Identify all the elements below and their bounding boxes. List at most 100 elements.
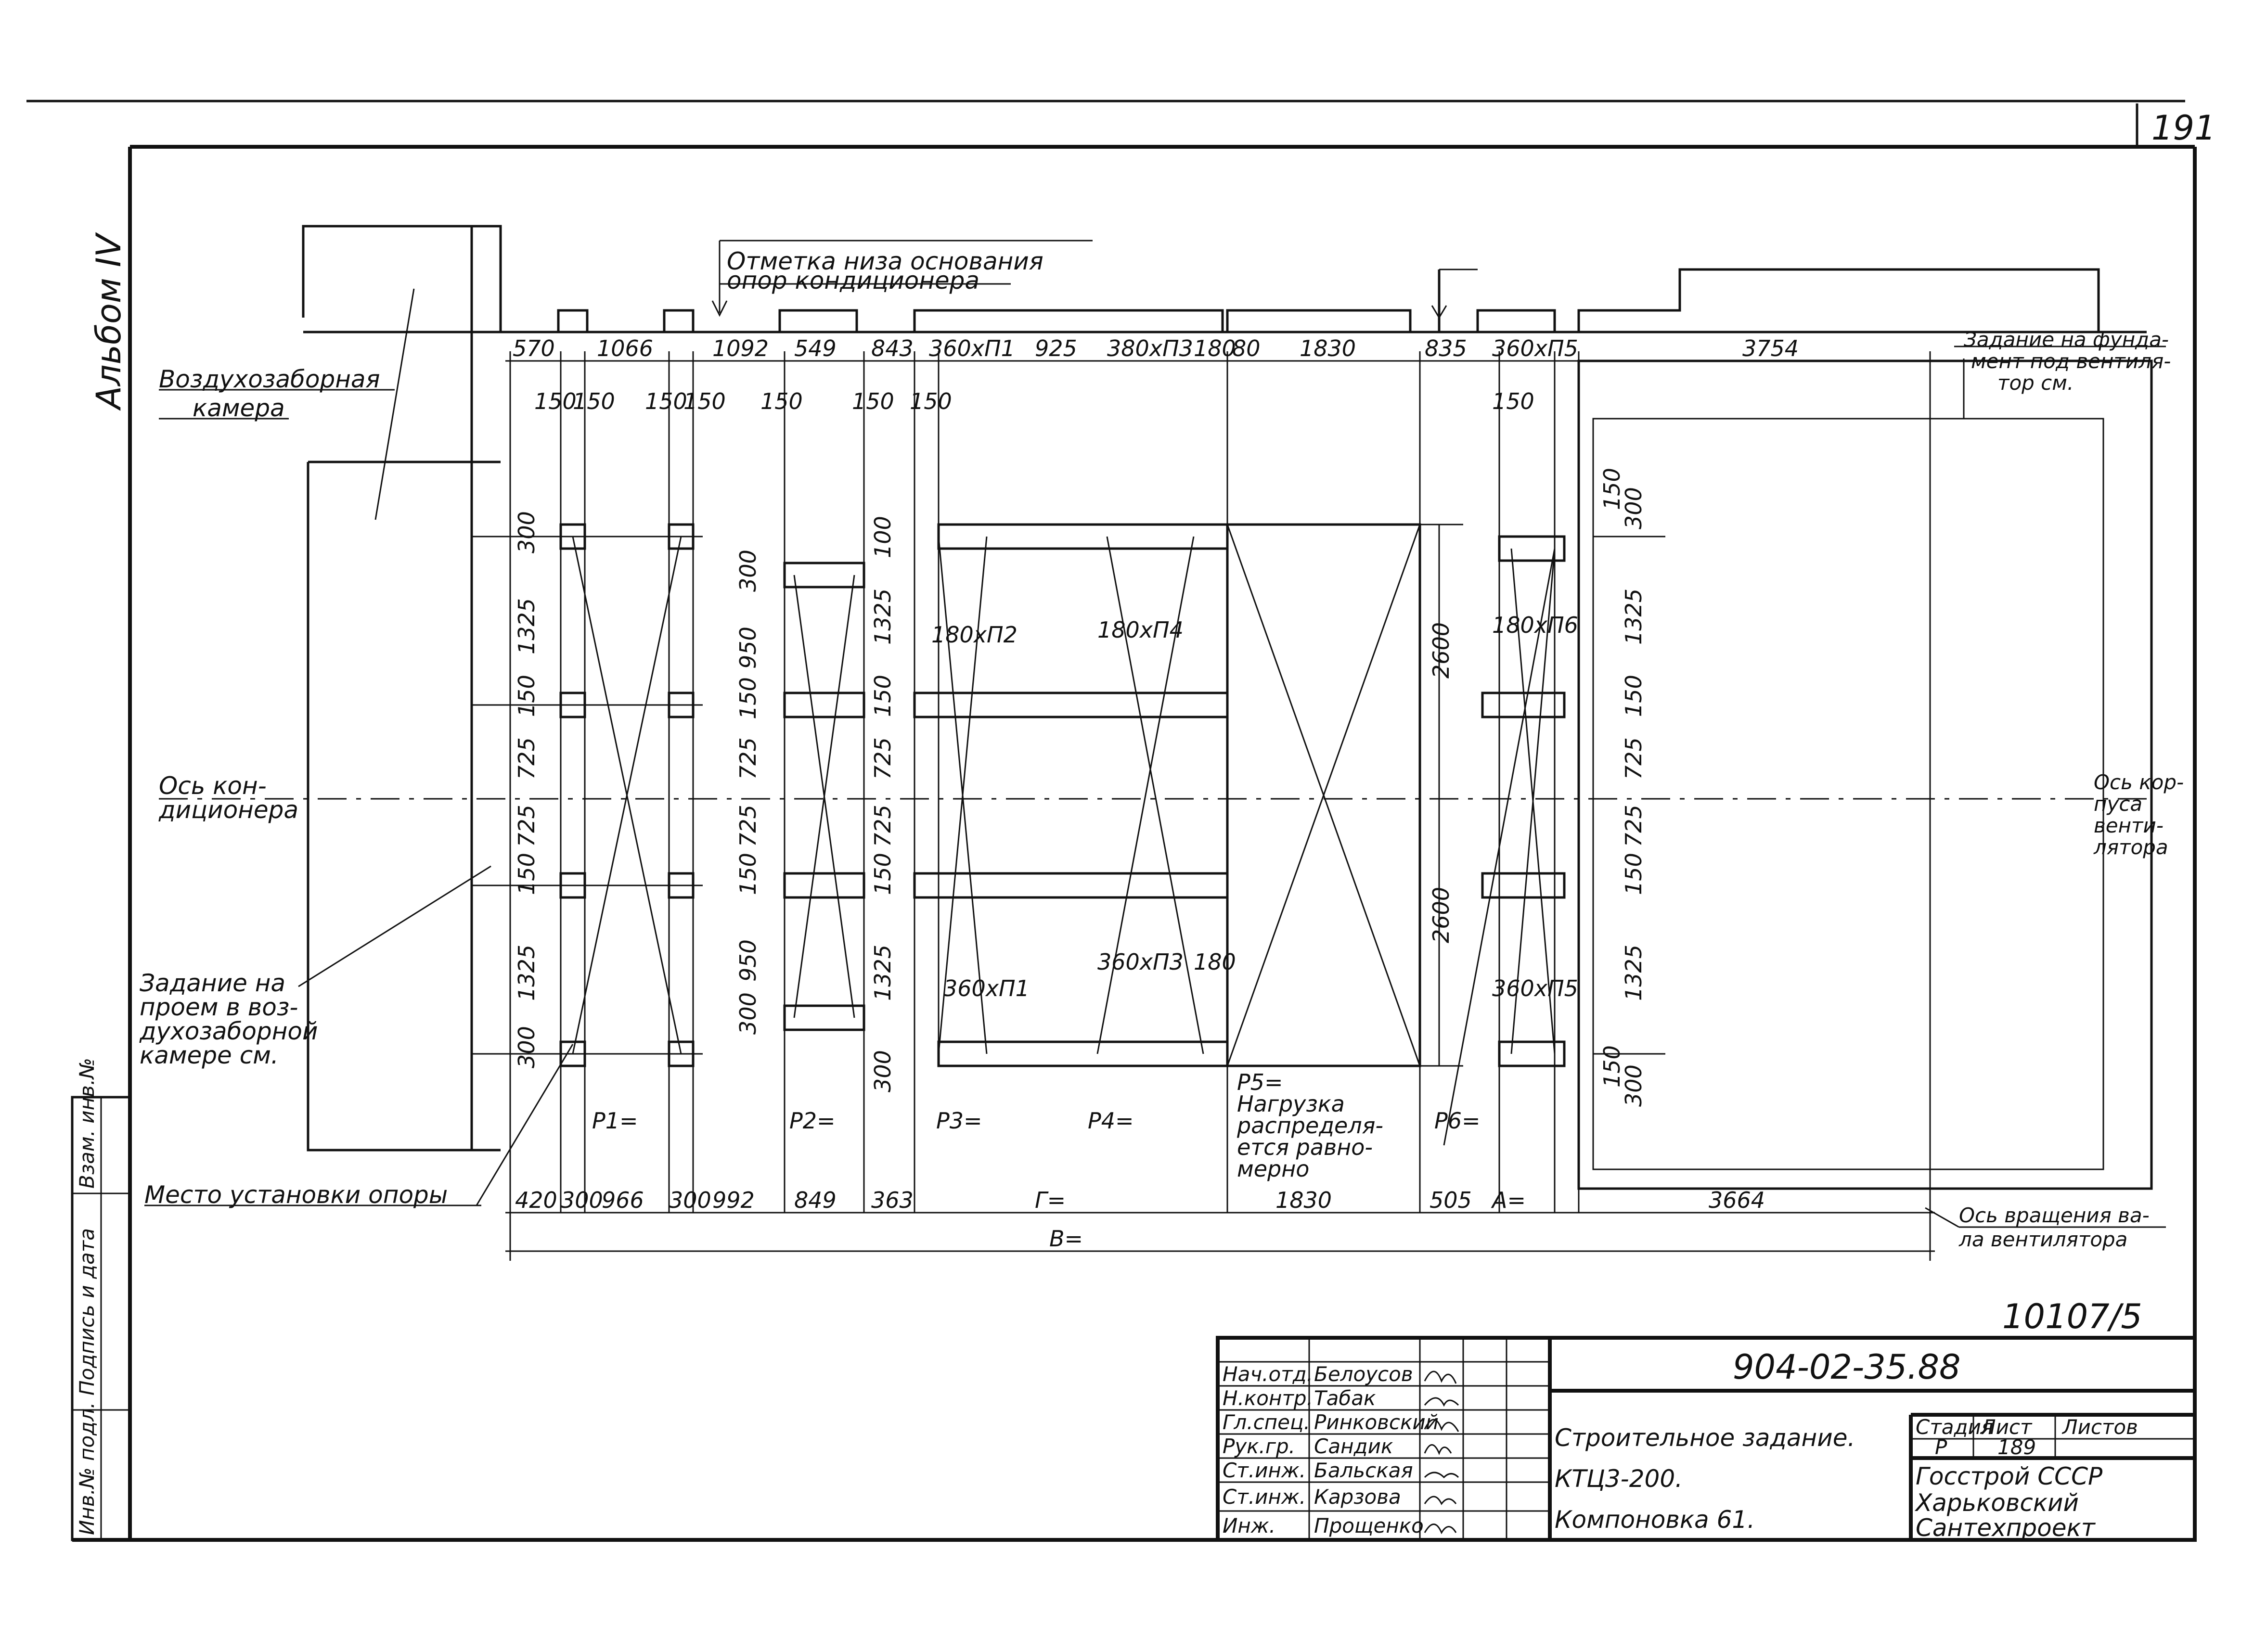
tb-title-2: КТЦ3-200. — [1555, 1465, 1683, 1493]
foundation-plan — [472, 351, 2153, 1261]
tb-name-6: Карзова — [1314, 1485, 1401, 1509]
inventory-number: 10107/5 — [2002, 1297, 2142, 1336]
vdim-right-7: 150 — [1621, 853, 1647, 895]
vdim-col3-2: 1325 — [870, 589, 896, 645]
stamp-signature: Подпись и дата — [75, 1228, 99, 1396]
dim-bottom-12: 3664 — [1709, 1187, 1765, 1213]
dim-top-5: 843 — [871, 335, 914, 361]
dim-top-3: 1092 — [712, 335, 769, 361]
note-opening-1: Задание на — [140, 969, 285, 997]
vdim-left-6: 150 — [514, 853, 540, 895]
dim-top-14: 3754 — [1742, 335, 1799, 361]
dim-bottom-11: А= — [1491, 1187, 1526, 1213]
beam-label-3: 180хП6 — [1492, 612, 1578, 638]
note-fan-shaft-2: ла вентилятора — [1958, 1228, 2127, 1251]
beam-label-1: 180хП2 — [931, 622, 1017, 648]
dim-top-8: 380хП3 — [1107, 335, 1193, 361]
vdim-right-1: 150 — [1599, 468, 1625, 510]
note-load-5: мерно — [1237, 1156, 1309, 1182]
note-support-place: Место установки опоры — [144, 1181, 448, 1209]
vdim-col3-7: 1325 — [870, 945, 896, 1001]
beam-label-2: 180хП4 — [1097, 617, 1184, 643]
dim-bottom-7: 363 — [871, 1187, 914, 1213]
vdim-left-8: 300 — [514, 1026, 540, 1068]
note-fan-shaft-1: Ось вращения ва- — [1959, 1204, 2150, 1227]
drawing-code: 904-02-35.88 — [1733, 1347, 1961, 1387]
vdim-col2-2: 950 — [735, 627, 761, 669]
dim-150-f: 150 — [852, 388, 894, 414]
vdim-right-2: 300 — [1621, 487, 1647, 529]
load-p2: Р2= — [789, 1108, 836, 1134]
tb-role-5: Ст.инж. — [1223, 1459, 1306, 1482]
load-p3: Р3= — [936, 1108, 982, 1134]
beam-label-5: 360хП3 — [1097, 949, 1184, 975]
dim-bottom-4: 300 — [669, 1187, 711, 1213]
stamp-inventory: Инв.№ подл. — [75, 1402, 99, 1535]
vdim-left-2: 1325 — [514, 598, 540, 654]
dim-bottom-2: 300 — [561, 1187, 603, 1213]
dim-150-g: 150 — [910, 388, 952, 414]
tb-role-2: Н.контр. — [1223, 1386, 1313, 1410]
vdim-col3-4: 725 — [870, 737, 896, 780]
dim-overall: В= — [1049, 1226, 1083, 1252]
dim-top-7: 925 — [1035, 335, 1077, 361]
signatures — [1424, 1370, 1459, 1535]
tb-org-1: Госстрой СССР — [1916, 1462, 2103, 1490]
vdim-left-1: 300 — [514, 511, 540, 553]
vdim-col3-5: 725 — [870, 805, 896, 847]
note-axis-2: диционера — [158, 796, 298, 824]
note-opening-2: проем в воз- — [140, 993, 298, 1021]
page-number: 191 — [2151, 108, 2216, 148]
dim-bottom-1: 420 — [515, 1187, 557, 1213]
vdim-left-5: 725 — [514, 805, 540, 847]
load-p4: Р4= — [1088, 1108, 1134, 1134]
vdim-right-10: 300 — [1621, 1064, 1647, 1107]
tb-sheet-no: 189 — [1997, 1435, 2036, 1459]
vdim-col2-6: 150 — [735, 853, 761, 895]
vdim-right-4: 150 — [1621, 675, 1647, 717]
dim-180-right: 180 — [1194, 949, 1236, 975]
tb-stage: Р — [1935, 1435, 1947, 1459]
note-intake-1: Воздухозаборная — [159, 365, 380, 393]
note-opening-4: камере см. — [140, 1041, 279, 1069]
note-fan-body-4: лятора — [2093, 835, 2168, 859]
sheet-frame — [26, 100, 2197, 1542]
tb-org-2: Харьковский — [1914, 1489, 2079, 1517]
vdim-center-2: 2600 — [1428, 887, 1454, 943]
vdim-right-9: 150 — [1599, 1045, 1625, 1088]
dim-bottom-5: 992 — [712, 1187, 755, 1213]
load-p1: Р1= — [592, 1108, 638, 1134]
dim-bottom-8: Г= — [1035, 1187, 1066, 1213]
dim-150-e: 150 — [760, 388, 803, 414]
vdim-left-3: 150 — [514, 675, 540, 717]
tb-role-6: Ст.инж. — [1223, 1485, 1306, 1509]
dim-top-13: 360хП5 — [1492, 335, 1578, 361]
tb-sheets-header: Листов — [2061, 1415, 2138, 1439]
note-fan-foundation-1: Задание на фунда- — [1964, 328, 2169, 351]
side-stamp — [71, 1096, 131, 1541]
tb-role-3: Гл.спец. — [1223, 1410, 1310, 1434]
tb-sheet-header: Лист — [1980, 1415, 2033, 1439]
tb-org-3: Сантехпроект — [1916, 1514, 2096, 1542]
note-opening-3: духозаборной — [139, 1017, 318, 1045]
tb-name-1: Белоусов — [1314, 1362, 1413, 1386]
dim-top-9: 180 — [1194, 335, 1236, 361]
tb-stage-header: Стадия — [1916, 1415, 1993, 1439]
beam-label-4: 360хП1 — [943, 975, 1030, 1001]
note-base-mark-1: Отметка низа основания — [727, 247, 1043, 275]
dim-top-4: 549 — [794, 335, 837, 361]
vdim-left-4: 725 — [514, 737, 540, 780]
dim-150-a: 150 — [534, 388, 577, 414]
tb-name-4: Сандик — [1314, 1434, 1393, 1458]
dim-bottom-6: 849 — [794, 1187, 837, 1213]
note-fan-body-2: пуса — [2094, 792, 2142, 816]
dim-top-1: 570 — [513, 335, 555, 361]
intake-chamber — [159, 288, 501, 1152]
dim-top-12: 835 — [1425, 335, 1467, 361]
vdim-col2-4: 725 — [735, 737, 761, 780]
vdim-left-7: 1325 — [514, 945, 540, 1001]
tb-role-1: Нач.отд. — [1223, 1362, 1313, 1386]
note-load-1: Р5= — [1237, 1069, 1283, 1095]
note-fan-foundation-3: тор см. — [1997, 371, 2074, 395]
